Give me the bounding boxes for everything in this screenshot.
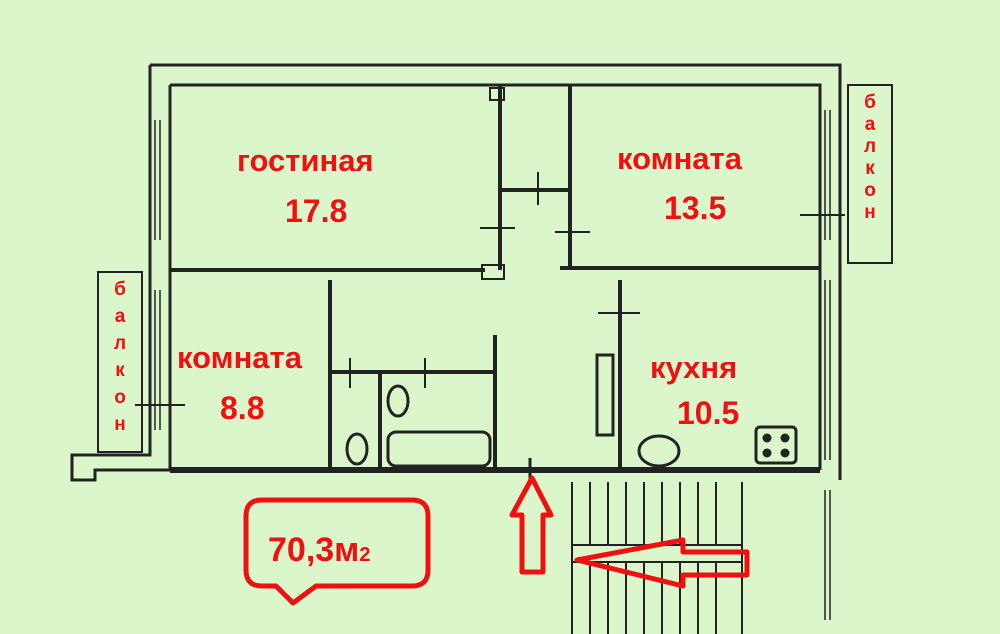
- letter: н: [114, 414, 126, 435]
- letter: к: [865, 158, 875, 179]
- room-name-living: гостиная: [237, 143, 374, 178]
- right-balcony: [847, 84, 893, 264]
- counter: [595, 353, 615, 437]
- toilet: [386, 384, 410, 418]
- letter: о: [864, 180, 876, 201]
- total-area: 70,3м2: [268, 533, 370, 567]
- staircase: [571, 482, 743, 634]
- entrance-arrow-up: [509, 475, 554, 575]
- letter: б: [864, 92, 876, 113]
- bathtub: [386, 430, 492, 468]
- room-area-room1: 13.5: [664, 190, 727, 226]
- letter: к: [115, 360, 125, 381]
- balcony-right-label: б а л к о н: [849, 86, 891, 262]
- room-area-room2: 8.8: [220, 390, 265, 426]
- room-name-room1: комната: [617, 141, 742, 176]
- sink: [345, 432, 369, 466]
- stairs-arrow-left: [574, 537, 750, 589]
- total-area-callout: [243, 497, 431, 606]
- letter: л: [113, 333, 127, 354]
- stove: [754, 425, 798, 465]
- letter: а: [864, 114, 876, 135]
- room-name-kitchen: кухня: [650, 350, 738, 385]
- kitchen-sink: [637, 434, 681, 468]
- room-area-living: 17.8: [285, 193, 348, 229]
- balcony-left-label: б а л к о н: [99, 276, 141, 450]
- left-balcony-frame: [97, 271, 143, 453]
- letter: н: [864, 202, 876, 223]
- letter: л: [863, 136, 877, 157]
- letter: а: [114, 306, 126, 327]
- outer-wall: [70, 63, 842, 482]
- room-name-room2: комната: [177, 340, 302, 375]
- room-area-kitchen: 10.5: [677, 395, 740, 431]
- letter: б: [114, 279, 126, 300]
- total-area-unit: 2: [359, 544, 371, 566]
- letter: о: [114, 387, 126, 408]
- total-area-value: 70,3м: [268, 531, 360, 569]
